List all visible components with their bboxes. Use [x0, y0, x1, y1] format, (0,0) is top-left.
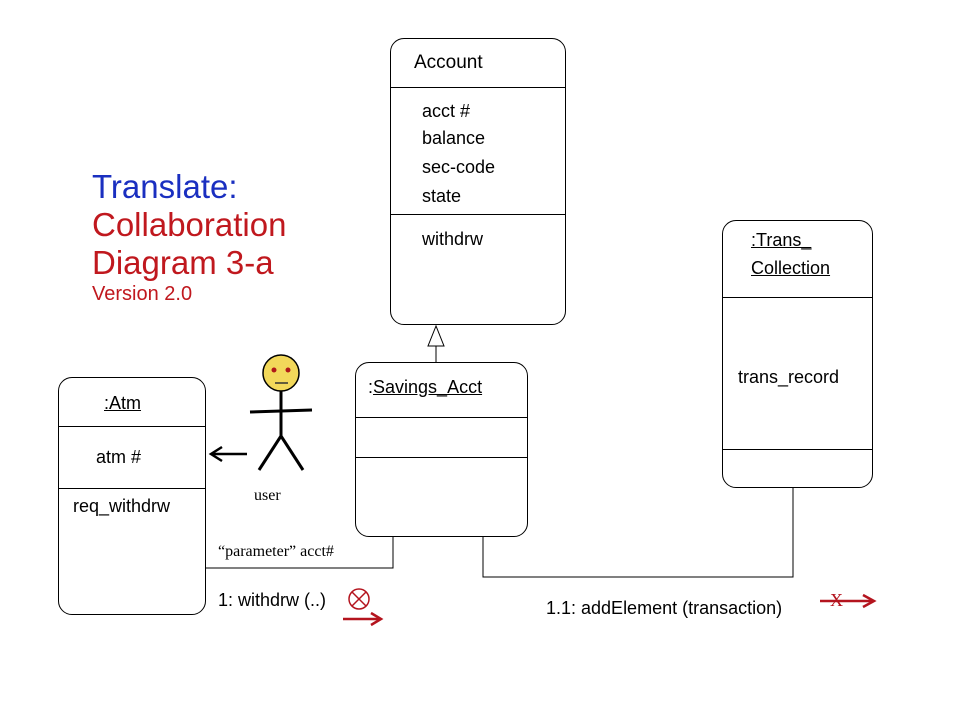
trans-collection-object-box[interactable]: [722, 220, 873, 488]
title-line-2: Collaboration: [92, 206, 287, 243]
account-divider-2: [391, 214, 565, 215]
destroy-marker-icon: [348, 588, 370, 610]
parameter-label: “parameter” acct#: [218, 543, 334, 560]
account-class-name: Account: [414, 52, 483, 73]
diagram-title: Translate: Collaboration Diagram 3-a Ver…: [92, 168, 286, 306]
savings-acct-object-box[interactable]: [355, 362, 528, 537]
actor-left-leg-icon: [257, 435, 283, 471]
withdraw-arrowhead-icon: [370, 611, 384, 627]
atm-attr-number: atm #: [96, 447, 142, 467]
savings-divider-2: [356, 457, 527, 458]
trans-collection-divider-1: [723, 297, 872, 298]
version-label: Version 2.0: [92, 283, 193, 305]
generalization-triangle-icon: [427, 324, 445, 347]
add-element-x-mark: X: [830, 590, 843, 610]
atm-divider-1: [59, 426, 205, 427]
actor-eye-left-icon: [271, 367, 277, 373]
savings-divider-1: [356, 417, 527, 418]
title-line-3: Diagram 3-a: [92, 244, 274, 281]
actor-arms-icon: [249, 408, 313, 414]
add-element-arrowhead-icon: [862, 593, 877, 609]
atm-method-req-withdrw: req_withdrw: [73, 496, 171, 516]
account-attr-sec-code: sec-code: [422, 157, 496, 177]
atm-object-box[interactable]: [58, 377, 206, 615]
savings-acct-name: :Savings_Acct: [368, 377, 482, 398]
user-actor-label: user: [254, 487, 281, 504]
account-attr-state: state: [422, 186, 462, 206]
trans-collection-name-line-1: :Trans_: [751, 230, 812, 250]
actor-head-icon: [262, 354, 300, 392]
savings-acct-name-text: Savings_Acct: [373, 377, 483, 397]
atm-object-name: :Atm: [104, 393, 142, 413]
title-line-1: Translate:: [92, 168, 238, 205]
atm-divider-2: [59, 488, 205, 489]
account-method-withdrw: withdrw: [422, 229, 484, 249]
account-class-box[interactable]: [390, 38, 566, 325]
withdraw-message-label: 1: withdrw (..): [218, 590, 327, 610]
account-attr-acct: acct #: [422, 101, 471, 121]
savings-trans-link: [482, 488, 794, 578]
add-element-message-label: 1.1: addElement (transaction): [546, 598, 783, 618]
trans-collection-attr-record: trans_record: [738, 367, 840, 387]
actor-right-leg-icon: [279, 435, 305, 471]
atm-savings-link: [206, 537, 394, 569]
savings-acct-name-prefix: :: [368, 377, 374, 397]
account-divider-1: [391, 87, 565, 88]
account-attr-balance: balance: [422, 128, 486, 148]
actor-eye-right-icon: [285, 367, 291, 373]
trans-collection-divider-2: [723, 449, 872, 450]
trans-collection-name-line-2: Collection: [751, 258, 831, 278]
actor-to-atm-arrowhead-icon: [208, 445, 223, 463]
user-actor-icon[interactable]: [249, 354, 313, 471]
